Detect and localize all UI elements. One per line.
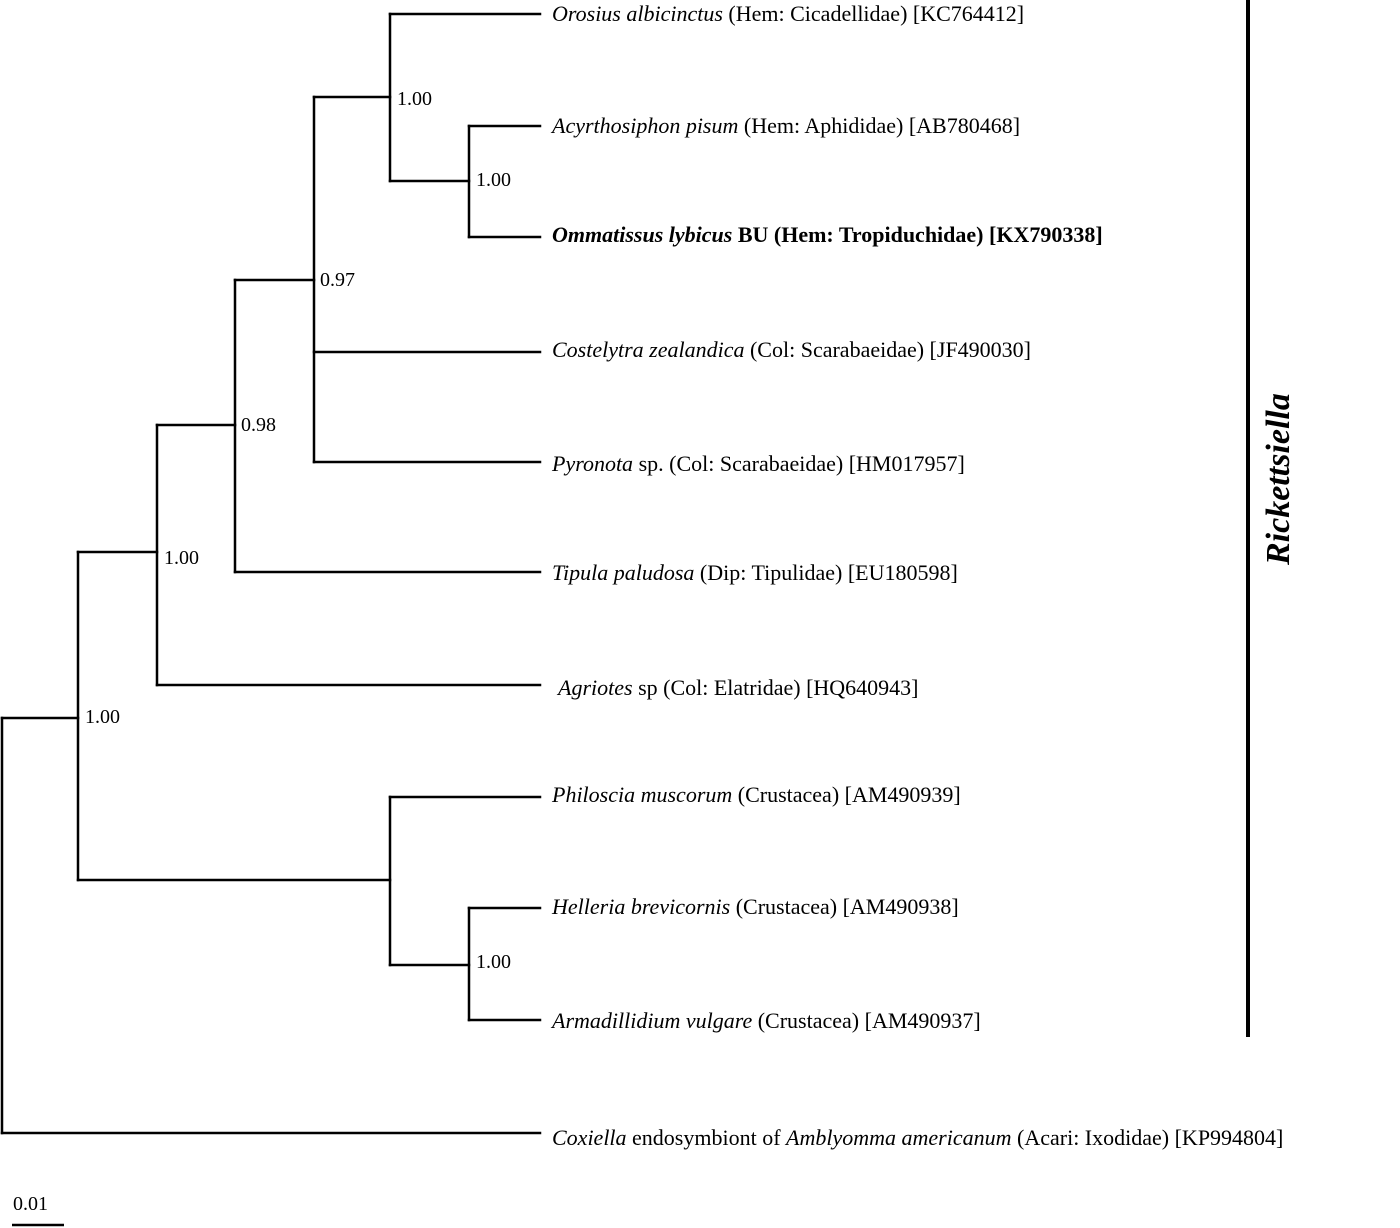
- clade-label: Rickettsiella: [1260, 393, 1297, 565]
- taxon-name-italic: Pyronota: [552, 451, 634, 476]
- support-value: 1.00: [476, 169, 511, 191]
- scale-bar-label: 0.01: [13, 1193, 48, 1215]
- taxon-detail: sp. (Col: Scarabaeidae) [HM017957]: [633, 451, 965, 476]
- taxon-label: Pyronota sp. (Col: Scarabaeidae) [HM0179…: [552, 451, 965, 477]
- taxon-label-highlighted: Ommatissus lybicus BU (Hem: Tropiduchida…: [552, 222, 1103, 248]
- taxon-name-italic: Philoscia muscorum: [552, 782, 733, 807]
- taxon-label: Philoscia muscorum (Crustacea) [AM490939…: [552, 782, 961, 808]
- taxon-detail: (Col: Scarabaeidae) [JF490030]: [744, 337, 1032, 362]
- support-value: 1.00: [476, 951, 511, 973]
- taxon-label: Armadillidium vulgare (Crustacea) [AM490…: [552, 1008, 981, 1034]
- support-value: 1.00: [164, 547, 199, 569]
- taxon-detail: sp (Col: Elatridae) [HQ640943]: [632, 675, 919, 700]
- taxon-name-italic: Armadillidium vulgare: [552, 1008, 753, 1033]
- taxon-label: Helleria brevicornis (Crustacea) [AM4909…: [552, 894, 959, 920]
- taxon-detail: endosymbiont of: [626, 1125, 787, 1150]
- taxon-label-outgroup: Coxiella endosymbiont of Amblyomma ameri…: [552, 1125, 1283, 1151]
- taxon-name-italic: Agriotes: [558, 675, 633, 700]
- support-value: 0.97: [320, 269, 355, 291]
- support-value: 1.00: [397, 88, 432, 110]
- taxon-name-italic: Costelytra zealandica: [552, 337, 745, 362]
- support-value: 1.00: [85, 706, 120, 728]
- taxon-label: Costelytra zealandica (Col: Scarabaeidae…: [552, 337, 1031, 363]
- taxon-detail: (Dip: Tipulidae) [EU180598]: [694, 560, 958, 585]
- taxon-detail: (Crustacea) [AM490939]: [732, 782, 961, 807]
- taxon-name-italic: Amblyomma americanum: [786, 1125, 1012, 1150]
- taxon-detail: (Hem: Aphididae) [AB780468]: [738, 113, 1021, 138]
- taxon-label: Tipula paludosa (Dip: Tipulidae) [EU1805…: [552, 560, 958, 586]
- taxon-name-italic: Ommatissus lybicus: [552, 222, 733, 247]
- taxon-label: Agriotes sp (Col: Elatridae) [HQ640943]: [558, 675, 919, 701]
- taxon-label: Orosius albicinctus (Hem: Cicadellidae) …: [552, 1, 1024, 27]
- taxon-detail: (Crustacea) [AM490938]: [730, 894, 959, 919]
- taxon-name-italic: Coxiella: [552, 1125, 627, 1150]
- taxon-detail: (Crustacea) [AM490937]: [752, 1008, 981, 1033]
- taxon-name-italic: Tipula paludosa: [552, 560, 695, 585]
- taxon-label: Acyrthosiphon pisum (Hem: Aphididae) [AB…: [552, 113, 1020, 139]
- taxon-name-italic: Orosius albicinctus: [552, 1, 723, 26]
- taxon-name-italic: Helleria brevicornis: [552, 894, 731, 919]
- taxon-name-italic: Acyrthosiphon pisum: [552, 113, 739, 138]
- taxon-detail: (Acari: Ixodidae) [KP994804]: [1011, 1125, 1284, 1150]
- support-value: 0.98: [241, 414, 276, 436]
- taxon-detail: (Hem: Cicadellidae) [KC764412]: [722, 1, 1025, 26]
- taxon-detail: BU (Hem: Tropiduchidae) [KX790338]: [732, 222, 1103, 247]
